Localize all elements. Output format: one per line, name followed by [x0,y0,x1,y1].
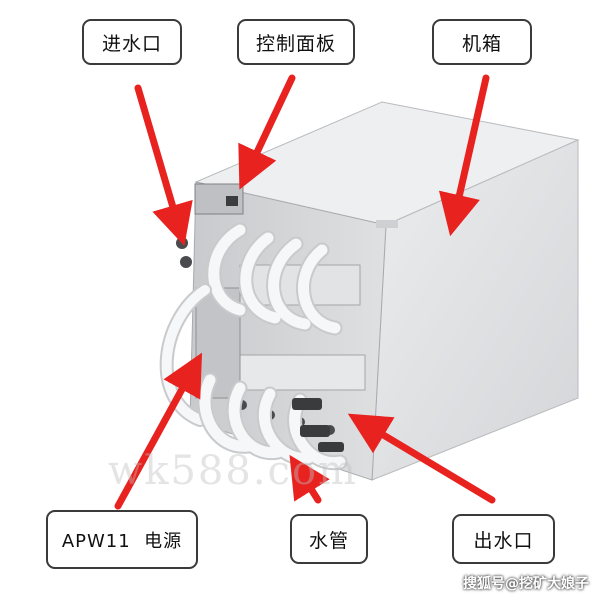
outlet-fittings [292,398,344,452]
side-label [376,220,398,228]
arrow-inlet [134,84,193,247]
arrow-pipe [289,454,330,504]
outlet-label: 出水口 [452,514,555,564]
arrow-chassis [438,74,490,237]
control-panel-label: 控制面板 [237,19,355,65]
water-pipe-label: 水管 [290,514,368,564]
chassis-label: 机箱 [432,19,532,65]
arrows [114,74,496,510]
arrow-psu [114,352,203,510]
watermark: wk588.com [108,448,358,494]
arrow-outlet [347,413,496,504]
arrow-panel [238,74,296,190]
source-credit: 搜狐号@挖矿大娘子 [463,576,589,592]
ethernet-port [226,196,238,206]
psu-label: APW11 电源 [46,510,198,569]
inlet-label: 进水口 [82,19,182,65]
